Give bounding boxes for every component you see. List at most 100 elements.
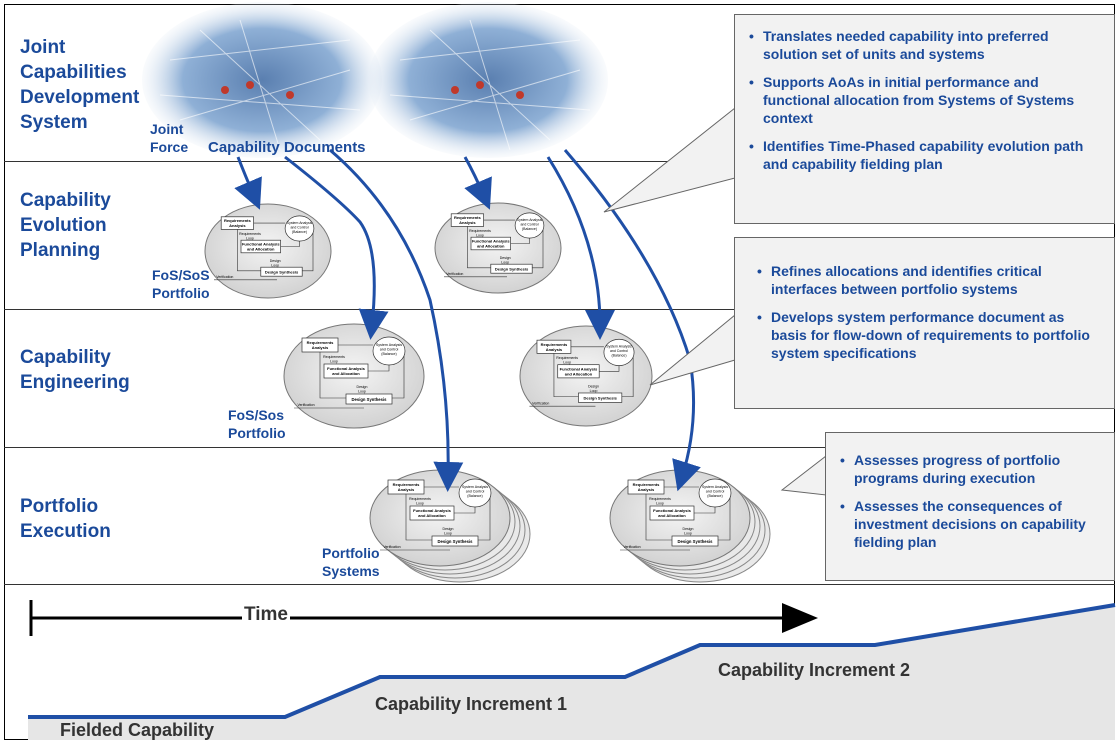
svg-text:Analysis: Analysis <box>229 223 246 228</box>
callout-pointer <box>603 106 736 213</box>
svg-text:and Allocation: and Allocation <box>332 371 360 376</box>
svg-text:Functional Analysis: Functional Analysis <box>472 239 510 244</box>
svg-text:System Analysis: System Analysis <box>517 218 543 222</box>
svg-text:Design: Design <box>500 256 511 260</box>
flow-arrow <box>284 155 389 340</box>
svg-text:Requirements: Requirements <box>454 215 481 220</box>
svg-text:Loop: Loop <box>563 361 571 365</box>
stage-label-capability-engineering: Capability Engineering <box>20 347 130 393</box>
row-divider <box>4 161 1115 162</box>
svg-text:Requirements: Requirements <box>307 340 334 345</box>
svg-text:(Balance): (Balance) <box>612 354 627 358</box>
svg-text:Loop: Loop <box>246 236 254 240</box>
callout-bullet: Identifies Time-Phased capability evolut… <box>747 137 1104 173</box>
callout-pointer <box>780 454 827 496</box>
capability-increment-2-label: Capability Increment 2 <box>718 660 911 680</box>
svg-text:Verification: Verification <box>216 275 233 279</box>
capability-increment-1-label: Capability Increment 1 <box>375 694 568 714</box>
svg-text:Design: Design <box>270 259 281 263</box>
svg-text:Design Synthesis: Design Synthesis <box>495 267 529 272</box>
svg-text:Functional Analysis: Functional Analysis <box>327 366 365 371</box>
joint-force-label: Joint Force <box>150 121 189 155</box>
svg-text:Loop: Loop <box>330 360 338 364</box>
fos-sos-portfolio-label: FoS/SoS Portfolio <box>152 267 210 301</box>
svg-text:Verification: Verification <box>446 272 463 276</box>
callout-execution: Assesses progress of portfolio programs … <box>825 432 1115 581</box>
svg-text:and Allocation: and Allocation <box>477 244 505 249</box>
svg-text:Requirements: Requirements <box>541 342 568 347</box>
svg-text:Requirements: Requirements <box>469 229 491 233</box>
svg-text:Design Synthesis: Design Synthesis <box>265 270 299 275</box>
flow-arrow <box>234 156 262 210</box>
svg-text:Analysis: Analysis <box>459 220 476 225</box>
svg-text:Requirements: Requirements <box>409 497 431 501</box>
svg-text:and Control: and Control <box>610 349 628 353</box>
svg-text:Loop: Loop <box>656 502 664 506</box>
portfolio-systems-label: Portfolio Systems <box>322 545 380 579</box>
svg-text:Requirements: Requirements <box>556 356 578 360</box>
svg-text:Loop: Loop <box>476 233 484 237</box>
capability-staircase-line <box>28 603 1116 719</box>
row-divider <box>4 447 1115 448</box>
svg-text:Analysis: Analysis <box>638 487 655 492</box>
fielded-capability-label: Fielded Capability <box>60 720 215 740</box>
svg-text:System Analysis: System Analysis <box>606 345 632 349</box>
flow-arrow <box>329 148 464 492</box>
svg-text:Functional Analysis: Functional Analysis <box>653 508 691 513</box>
svg-text:Loop: Loop <box>590 389 598 393</box>
svg-text:and Allocation: and Allocation <box>565 371 593 376</box>
svg-text:Analysis: Analysis <box>546 347 563 352</box>
svg-text:Design Synthesis: Design Synthesis <box>352 397 388 402</box>
callout-engineering: Refines allocations and identifies criti… <box>734 237 1115 409</box>
svg-text:Verification: Verification <box>623 545 640 549</box>
svg-text:Functional Analysis: Functional Analysis <box>242 242 280 247</box>
flow-arrow <box>546 156 615 340</box>
svg-text:System Analysis: System Analysis <box>376 343 402 347</box>
svg-text:Loop: Loop <box>416 502 424 506</box>
svg-text:Requirements: Requirements <box>649 497 671 501</box>
svg-text:Design Synthesis: Design Synthesis <box>583 396 617 401</box>
stage-label-evolution-planning: Capability Evolution Planning <box>20 190 111 261</box>
time-label: Time <box>242 604 291 626</box>
svg-text:Verification: Verification <box>297 403 314 407</box>
callout-bullet: Supports AoAs in initial performance and… <box>747 73 1104 127</box>
svg-text:Functional Analysis: Functional Analysis <box>413 508 451 513</box>
row-divider <box>4 584 1115 585</box>
joint-force-map-image-1 <box>142 2 382 158</box>
svg-text:(Balance): (Balance) <box>381 352 396 356</box>
joint-force-map-image-2 <box>368 2 608 158</box>
svg-text:System Analysis: System Analysis <box>287 221 313 225</box>
svg-text:(Balance): (Balance) <box>707 494 722 498</box>
svg-text:Requirements: Requirements <box>239 232 261 236</box>
svg-text:Loop: Loop <box>444 532 452 536</box>
svg-text:System Analysis: System Analysis <box>462 485 488 489</box>
svg-text:(Balance): (Balance) <box>292 230 307 234</box>
svg-text:and Control: and Control <box>380 348 399 352</box>
callout-bullet: Assesses progress of portfolio programs … <box>838 451 1106 487</box>
callout-jcds: Translates needed capability into prefer… <box>734 14 1115 224</box>
flow-arrow <box>463 156 492 210</box>
stage-label-portfolio-execution: Portfolio Execution <box>20 496 111 542</box>
svg-text:Loop: Loop <box>501 260 509 264</box>
svg-text:Requirements: Requirements <box>224 218 251 223</box>
svg-text:Requirements: Requirements <box>323 355 345 359</box>
callout-bullet: Develops system performance document as … <box>755 308 1104 362</box>
svg-text:System Analysis: System Analysis <box>702 485 728 489</box>
svg-text:and Control: and Control <box>520 223 538 227</box>
callout-bullet: Assesses the consequences of investment … <box>838 497 1106 551</box>
fos-sos-portfolio-label: FoS/Sos Portfolio <box>228 407 286 441</box>
svg-text:(Balance): (Balance) <box>522 227 537 231</box>
svg-text:and Allocation: and Allocation <box>418 513 446 518</box>
svg-text:Requirements: Requirements <box>393 482 420 487</box>
svg-text:and Allocation: and Allocation <box>658 513 686 518</box>
capability-documents-label: Capability Documents <box>208 139 366 156</box>
row-divider <box>4 309 1115 310</box>
